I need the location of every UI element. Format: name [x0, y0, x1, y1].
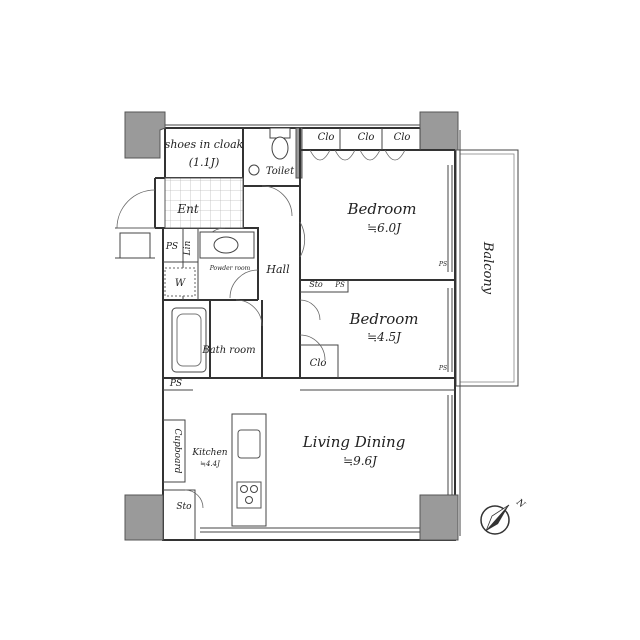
bath-room-label: Bath room — [201, 345, 255, 356]
closet-label-1: Clo — [318, 132, 335, 143]
living-dining-size: ≒9.6J — [343, 454, 378, 468]
bedroom-1-size: ≒6.0J — [367, 221, 402, 235]
shoes-cloak-size: (1.1J) — [189, 156, 220, 169]
cupboard-label: Cupboard — [172, 428, 182, 473]
outer-walls — [154, 124, 461, 541]
washer-label: W — [175, 278, 186, 289]
compass-north-label: N — [513, 497, 527, 511]
ps-label-1: PS — [165, 242, 178, 252]
linen-label: Lin — [183, 240, 193, 256]
bathtub — [171, 307, 207, 373]
door-swings — [116, 185, 326, 509]
powder-room-label: Powder room — [209, 265, 251, 272]
living-dining-label: Living Dining — [302, 433, 406, 451]
kitchen-counter — [231, 413, 267, 527]
balcony-label: Balcony — [480, 241, 495, 295]
ps-label-2: PS — [334, 281, 345, 289]
ps-bedroom-2: PS — [438, 365, 447, 372]
storage-label-1: Sto — [309, 280, 323, 289]
compass-icon — [480, 504, 510, 535]
washer-space — [164, 267, 196, 297]
ps-label-3: PS — [169, 379, 182, 389]
kitchen-label: Kitchen — [191, 448, 227, 458]
toilet-fixture — [248, 127, 291, 176]
bedroom-1-label: Bedroom — [347, 200, 417, 218]
closet-dividers — [309, 128, 421, 161]
ps-bedroom-1: PS — [438, 261, 447, 268]
hall-label: Hall — [265, 263, 290, 276]
closet-label-4: Clo — [310, 358, 327, 369]
entrance-label: Ent — [176, 202, 198, 216]
kitchen-size: ≒4.4J — [200, 460, 221, 468]
toilet-label: Toilet — [266, 166, 295, 177]
shoes-cloak-label: shoes in cloak — [165, 138, 244, 151]
storage-label-2: Sto — [176, 502, 192, 512]
closet-label-2: Clo — [358, 132, 375, 143]
entrance-tile-floor — [164, 177, 244, 229]
bedroom-2-size: ≒4.5J — [367, 330, 402, 344]
bedroom-2-label: Bedroom — [349, 310, 419, 328]
closet-label-3: Clo — [394, 132, 411, 143]
powder-sink — [199, 231, 255, 259]
porch — [115, 227, 155, 259]
balcony-area — [455, 149, 519, 387]
